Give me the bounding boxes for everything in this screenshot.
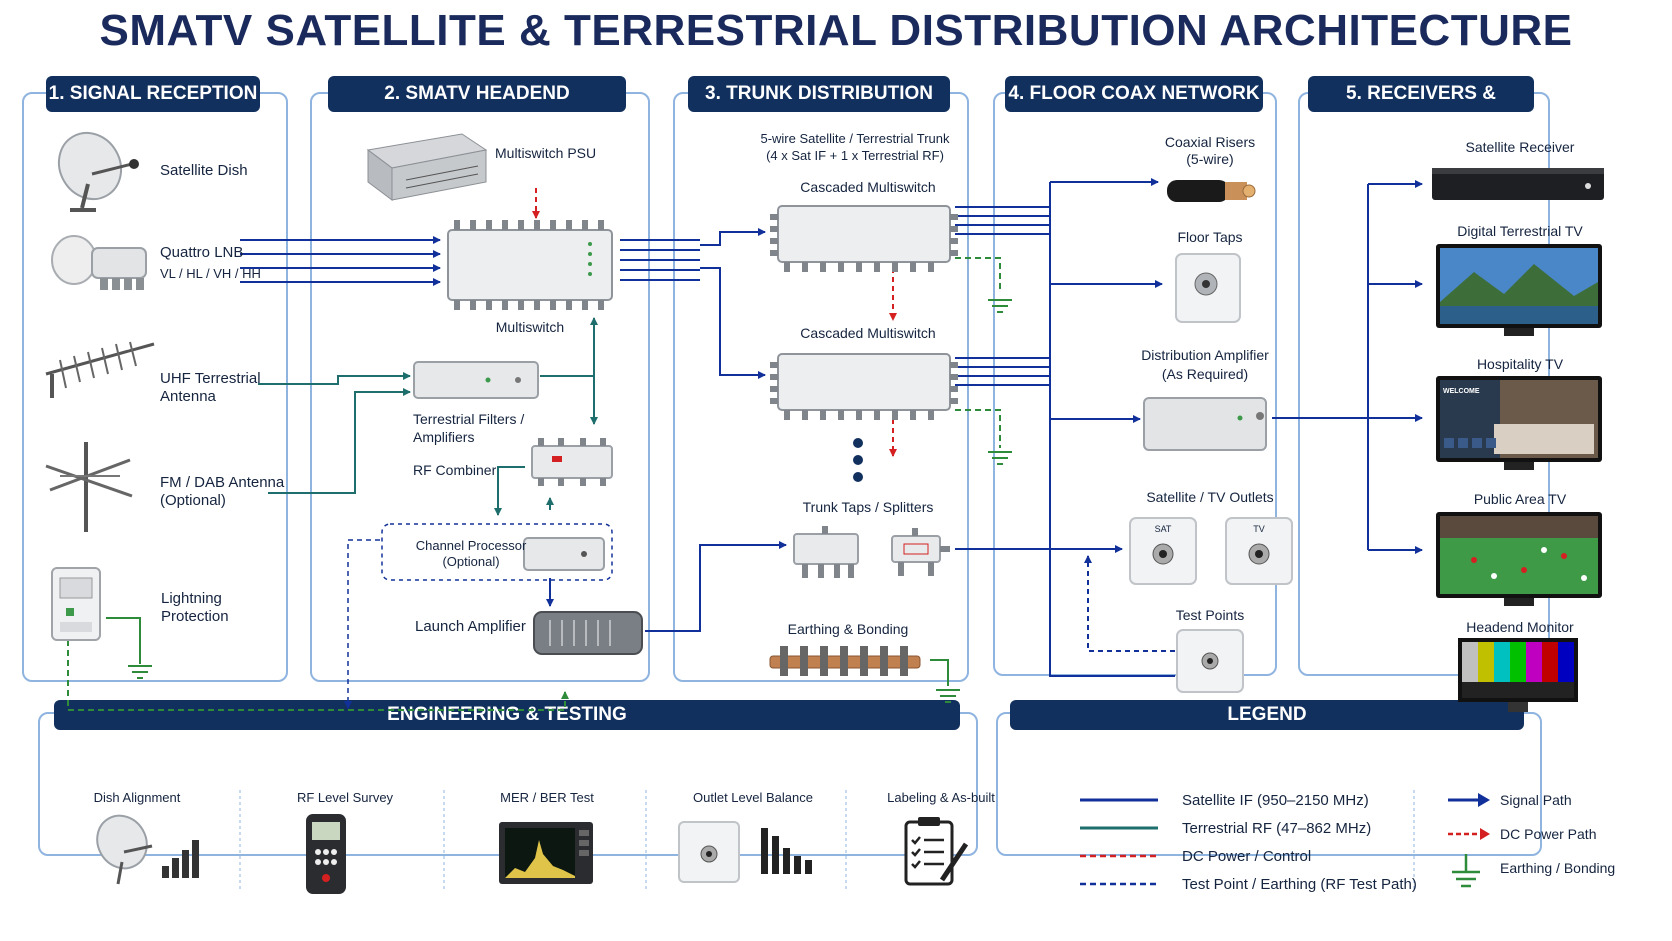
splitter-icon: [891, 528, 950, 576]
launch-amplifier-label: Launch Amplifier: [415, 618, 526, 635]
hospitality-tv-icon: [1436, 376, 1602, 470]
outlet-level-balance-icon: [678, 821, 812, 883]
tv-outlet-icon: [1225, 517, 1293, 585]
legend-swatches: [1080, 798, 1158, 886]
public-area-tv-icon: [1436, 512, 1602, 606]
hospitality-screen-welcome: WELCOME: [1443, 388, 1480, 395]
trunk-taps-label: Trunk Taps / Splitters: [802, 499, 934, 515]
multiswitch-icon: [447, 220, 613, 310]
channel-processor-label: Channel Processor(Optional): [415, 538, 527, 569]
eng-mer-ber-test-label: MER / BER Test: [500, 790, 594, 805]
cascaded-multiswitch-icon-2: [770, 353, 958, 420]
eng-rf-level-survey-label: RF Level Survey: [296, 790, 394, 805]
eng-labeling-as-built-label: Labeling & As-built: [887, 790, 995, 805]
quattro-lnb-label: Quattro LNB: [160, 244, 244, 261]
legend-dc-power-path: DC Power Path: [1500, 826, 1597, 842]
header-smatv-headend: 2. SMATV HEADEND: [328, 76, 626, 112]
dish-alignment-icon: [96, 814, 199, 885]
floor-taps-label: Floor Taps: [1177, 229, 1243, 245]
legend-dc-power: DC Power / Control: [1182, 848, 1312, 865]
distribution-amplifier-icon: [1143, 397, 1267, 451]
fm-dab-antenna-label: FM / DAB Antenna(Optional): [160, 474, 285, 509]
multiswitch-label: Multiswitch: [495, 319, 565, 335]
trunk-description: 5-wire Satellite / Terrestrial Trunk(4 x…: [760, 131, 950, 163]
legend-test-point: Test Point / Earthing (RF Test Path): [1182, 876, 1417, 893]
sat-outlet-icon: [1129, 517, 1197, 585]
coaxial-risers-label: Coaxial Risers(5-wire): [1164, 134, 1256, 167]
satellite-receiver-icon: [1432, 168, 1604, 200]
page-title: SMATV SATELLITE & TERRESTRIAL DISTRIBUTI…: [99, 6, 1573, 55]
coax-cable-icon: [1167, 180, 1256, 202]
lightning-protection-icon: [51, 567, 101, 641]
channel-processor-icon: [523, 537, 605, 571]
cascaded-multiswitch-label-1: Cascaded Multiswitch: [800, 179, 936, 195]
digital-terrestrial-tv-label: Digital Terrestrial TV: [1457, 223, 1583, 239]
terrestrial-filter-icon: [413, 361, 539, 399]
earthing-bar-icon: [769, 646, 921, 676]
terrestrial-filters-label: Terrestrial Filters /Amplifiers: [413, 411, 525, 445]
header-trunk-distribution: 3. TRUNK DISTRIBUTION: [688, 76, 950, 112]
rf-combiner-icon: [531, 438, 613, 486]
satellite-dish-icon: [57, 131, 139, 212]
uhf-antenna-icon: [45, 341, 155, 398]
lnb-polarities: VL / HL / VH / HH: [160, 266, 261, 281]
legend-terrestrial-rf: Terrestrial RF (47–862 MHz): [1182, 820, 1372, 837]
fm-dab-antenna-icon: [45, 442, 133, 532]
satellite-dish-label: Satellite Dish: [160, 162, 248, 179]
launch-amplifier-icon: [533, 611, 643, 655]
rf-combiner-label: RF Combiner: [413, 462, 497, 478]
eng-dish-alignment-label: Dish Alignment: [93, 790, 181, 805]
trunk-tap-icon: [793, 526, 859, 578]
test-point-icon: [1176, 629, 1244, 693]
headend-monitor-label: Headend Monitor: [1466, 619, 1574, 635]
quattro-lnb-icon: [51, 235, 147, 290]
earthing-bonding-label: Earthing & Bonding: [787, 621, 909, 637]
header-engineering: ENGINEERING & TESTING: [54, 700, 960, 730]
hospitality-tv-label: Hospitality TV: [1476, 356, 1564, 372]
header-receivers: 5. RECEIVERS & DISPLAYS: [1308, 76, 1534, 140]
eng-outlet-level-balance-label: Outlet Level Balance: [693, 790, 813, 805]
rf-level-meter-icon: [306, 814, 346, 894]
sat-outlet-text: SAT: [1154, 524, 1172, 534]
outlets-label: Satellite / TV Outlets: [1146, 489, 1274, 505]
cascaded-multiswitch-label-2: Cascaded Multiswitch: [800, 325, 936, 341]
tv-outlet-text: TV: [1253, 524, 1265, 534]
test-points-label: Test Points: [1175, 607, 1245, 623]
headend-monitor-icon: [1458, 638, 1578, 712]
legend-signal-path: Signal Path: [1500, 792, 1572, 808]
checklist-icon: [904, 817, 969, 886]
header-floor-coax: 4. FLOOR COAX NETWORK: [1005, 76, 1263, 112]
public-area-tv-label: Public Area TV: [1473, 491, 1567, 507]
digital-terrestrial-tv-icon: [1436, 244, 1602, 336]
spectrum-analyzer-icon: [499, 822, 593, 884]
header-legend: LEGEND: [1010, 700, 1524, 730]
cascaded-multiswitch-icon-1: [770, 205, 958, 272]
legend-earthing-bonding: Earthing / Bonding: [1500, 860, 1616, 876]
multiswitch-psu-icon: [366, 133, 488, 201]
satellite-receiver-label: Satellite Receiver: [1465, 139, 1575, 155]
legend-symbols: [1448, 793, 1490, 888]
header-signal-reception: 1. SIGNAL RECEPTION: [46, 76, 260, 112]
multiswitch-psu-label: Multiswitch PSU: [495, 145, 597, 161]
floor-tap-icon: [1175, 253, 1241, 323]
distribution-amplifier-label: Distribution Amplifier(As Required): [1141, 347, 1269, 382]
legend-satellite-if: Satellite IF (950–2150 MHz): [1182, 792, 1369, 809]
